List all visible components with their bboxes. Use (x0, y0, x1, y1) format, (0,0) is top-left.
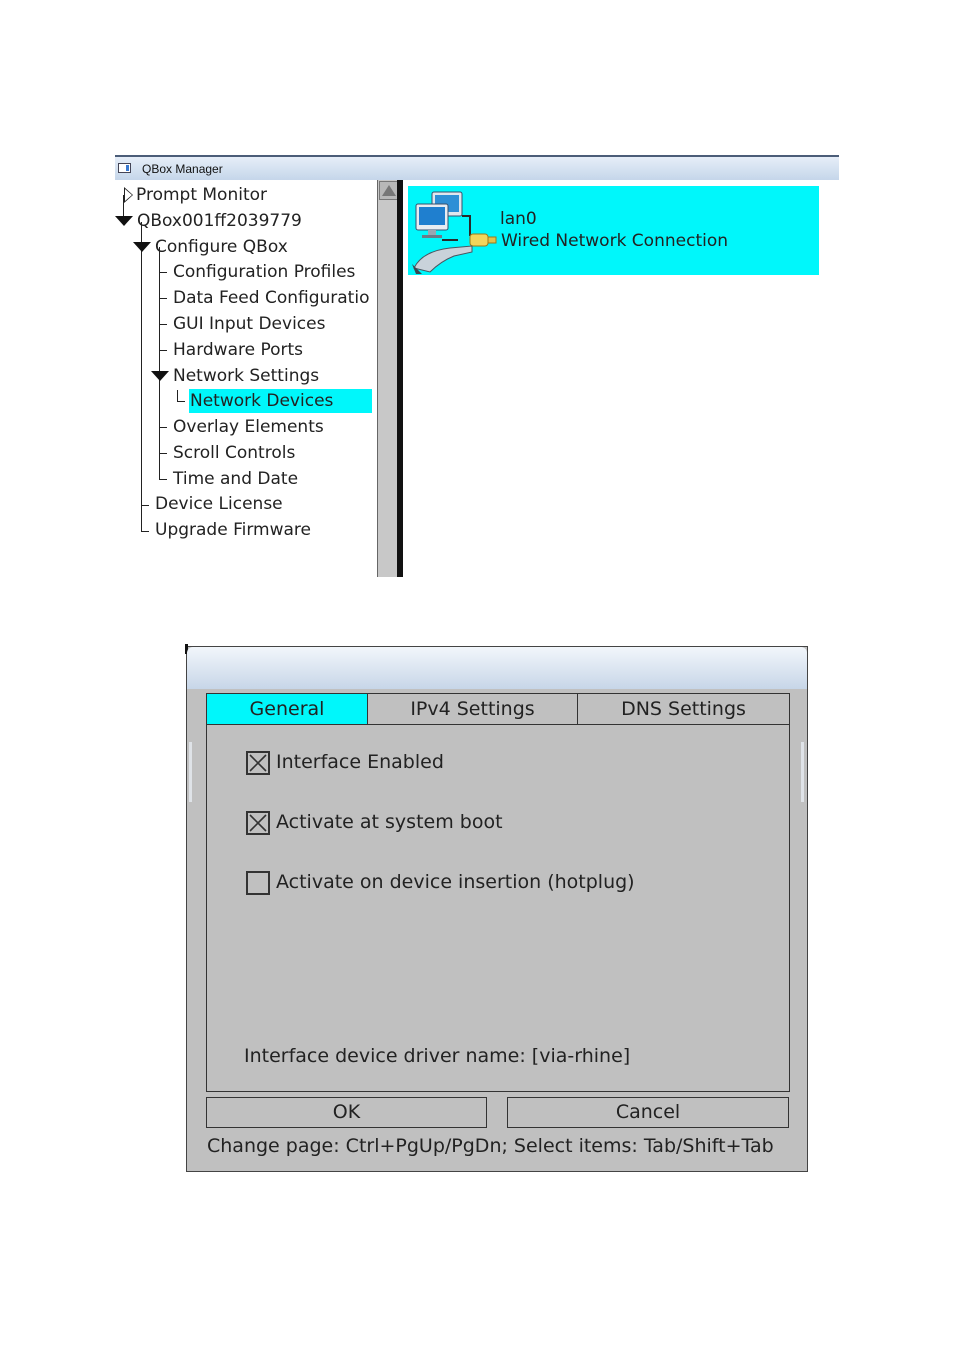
dialog-edge (189, 742, 192, 802)
tree-item-device-license[interactable]: Device License (154, 492, 285, 516)
navigation-tree: Prompt Monitor QBox001ff2039779 Configur… (115, 180, 377, 577)
tree-line (177, 401, 185, 402)
tree-item-label: Device License (155, 494, 283, 514)
activate-hotplug-label: Activate on device insertion (hotplug) (276, 871, 635, 893)
general-tab-panel: Interface Enabled Activate at system boo… (206, 724, 790, 1092)
activate-at-boot-checkbox[interactable] (246, 811, 270, 835)
tree-item-network-devices[interactable]: Network Devices (189, 389, 372, 413)
tree-line (123, 195, 124, 219)
tree-item-configuration-profiles[interactable]: Configuration Profiles (172, 260, 357, 284)
collapse-arrow-icon[interactable] (133, 242, 151, 252)
tab-ipv4-settings[interactable]: IPv4 Settings (367, 693, 578, 725)
device-list-pane: lan0 Wired Network Connection (403, 180, 839, 577)
keyboard-hint: Change page: Ctrl+PgUp/PgDn; Select item… (207, 1135, 774, 1157)
dialog-corner-mark (185, 644, 188, 654)
tree-item-label: Hardware Ports (173, 340, 304, 360)
cancel-button[interactable]: Cancel (507, 1097, 789, 1128)
tree-item-network-settings[interactable]: Network Settings (172, 364, 321, 388)
tree-line (177, 390, 178, 402)
tree-item-upgrade-firmware[interactable]: Upgrade Firmware (154, 518, 313, 542)
tree-item-prompt-monitor[interactable]: Prompt Monitor (135, 183, 269, 207)
tree-item-data-feed-configuration[interactable]: Data Feed Configuratio (172, 286, 371, 310)
tree-item-label: Network Devices (189, 389, 372, 413)
tree-line (159, 453, 167, 454)
tree-line (159, 479, 167, 480)
interface-enabled-checkbox[interactable] (246, 751, 270, 775)
tree-item-label: Time and Date (173, 469, 299, 489)
tree-line (159, 272, 167, 273)
tree-line (159, 298, 167, 299)
tree-item-label: Scroll Controls (173, 443, 296, 463)
activate-hotplug-checkbox[interactable] (246, 871, 270, 895)
app-icon (118, 163, 131, 173)
tree-item-label: Network Settings (173, 366, 320, 386)
tree-item-label: Prompt Monitor (136, 185, 268, 205)
dialog-titlebar[interactable] (187, 647, 807, 689)
expand-arrow-icon[interactable] (124, 187, 133, 203)
tree-item-label: Configuration Profiles (173, 262, 356, 282)
ok-button[interactable]: OK (206, 1097, 487, 1128)
tree-line (159, 350, 167, 351)
tree-item-label: Configure QBox (155, 237, 288, 257)
tree-item-time-and-date[interactable]: Time and Date (172, 467, 300, 491)
tree-item-configure-qbox[interactable]: Configure QBox (154, 235, 290, 259)
tree-scrollbar[interactable] (377, 180, 399, 577)
interface-enabled-label: Interface Enabled (276, 751, 444, 773)
driver-name-text: Interface device driver name: [via-rhine… (244, 1045, 631, 1067)
tree-item-overlay-elements[interactable]: Overlay Elements (172, 415, 326, 439)
network-connection-icon (412, 191, 497, 274)
activate-at-boot-label: Activate at system boot (276, 811, 503, 833)
collapse-arrow-icon[interactable] (115, 216, 133, 226)
pane-splitter[interactable] (397, 180, 403, 577)
tree-line (159, 324, 167, 325)
scroll-up-arrow-icon[interactable] (379, 181, 398, 200)
tree-item-label: Data Feed Configuratio (173, 288, 370, 308)
window-title: QBox Manager (142, 162, 223, 176)
tree-item-device[interactable]: QBox001ff2039779 (136, 209, 304, 233)
window-titlebar[interactable]: QBox Manager (115, 155, 839, 180)
tree-item-gui-input-devices[interactable]: GUI Input Devices (172, 312, 327, 336)
tree-item-label: Upgrade Firmware (155, 520, 311, 540)
collapse-arrow-icon[interactable] (151, 371, 169, 381)
tree-line (159, 427, 167, 428)
tab-general[interactable]: General (206, 693, 368, 725)
qbox-manager-window: QBox Manager Prompt Monitor QBox001ff203… (115, 155, 839, 577)
tree-item-label: GUI Input Devices (173, 314, 326, 334)
checkmark-x-icon (249, 814, 267, 832)
tree-item-label: QBox001ff2039779 (137, 211, 302, 231)
device-description: Wired Network Connection (501, 231, 729, 251)
tree-line (141, 531, 149, 532)
tree-item-label: Overlay Elements (173, 417, 324, 437)
tab-dns-settings[interactable]: DNS Settings (577, 693, 790, 725)
checkmark-x-icon (249, 754, 267, 772)
tree-line (141, 222, 142, 532)
tree-line (141, 505, 149, 506)
network-device-item[interactable]: lan0 Wired Network Connection (408, 186, 819, 275)
device-name: lan0 (500, 209, 537, 229)
interface-settings-dialog: General IPv4 Settings DNS Settings Inter… (185, 644, 808, 1172)
tree-item-hardware-ports[interactable]: Hardware Ports (172, 338, 305, 362)
tree-item-scroll-controls[interactable]: Scroll Controls (172, 441, 297, 465)
dialog-edge (801, 742, 804, 802)
tree-line (159, 247, 160, 480)
